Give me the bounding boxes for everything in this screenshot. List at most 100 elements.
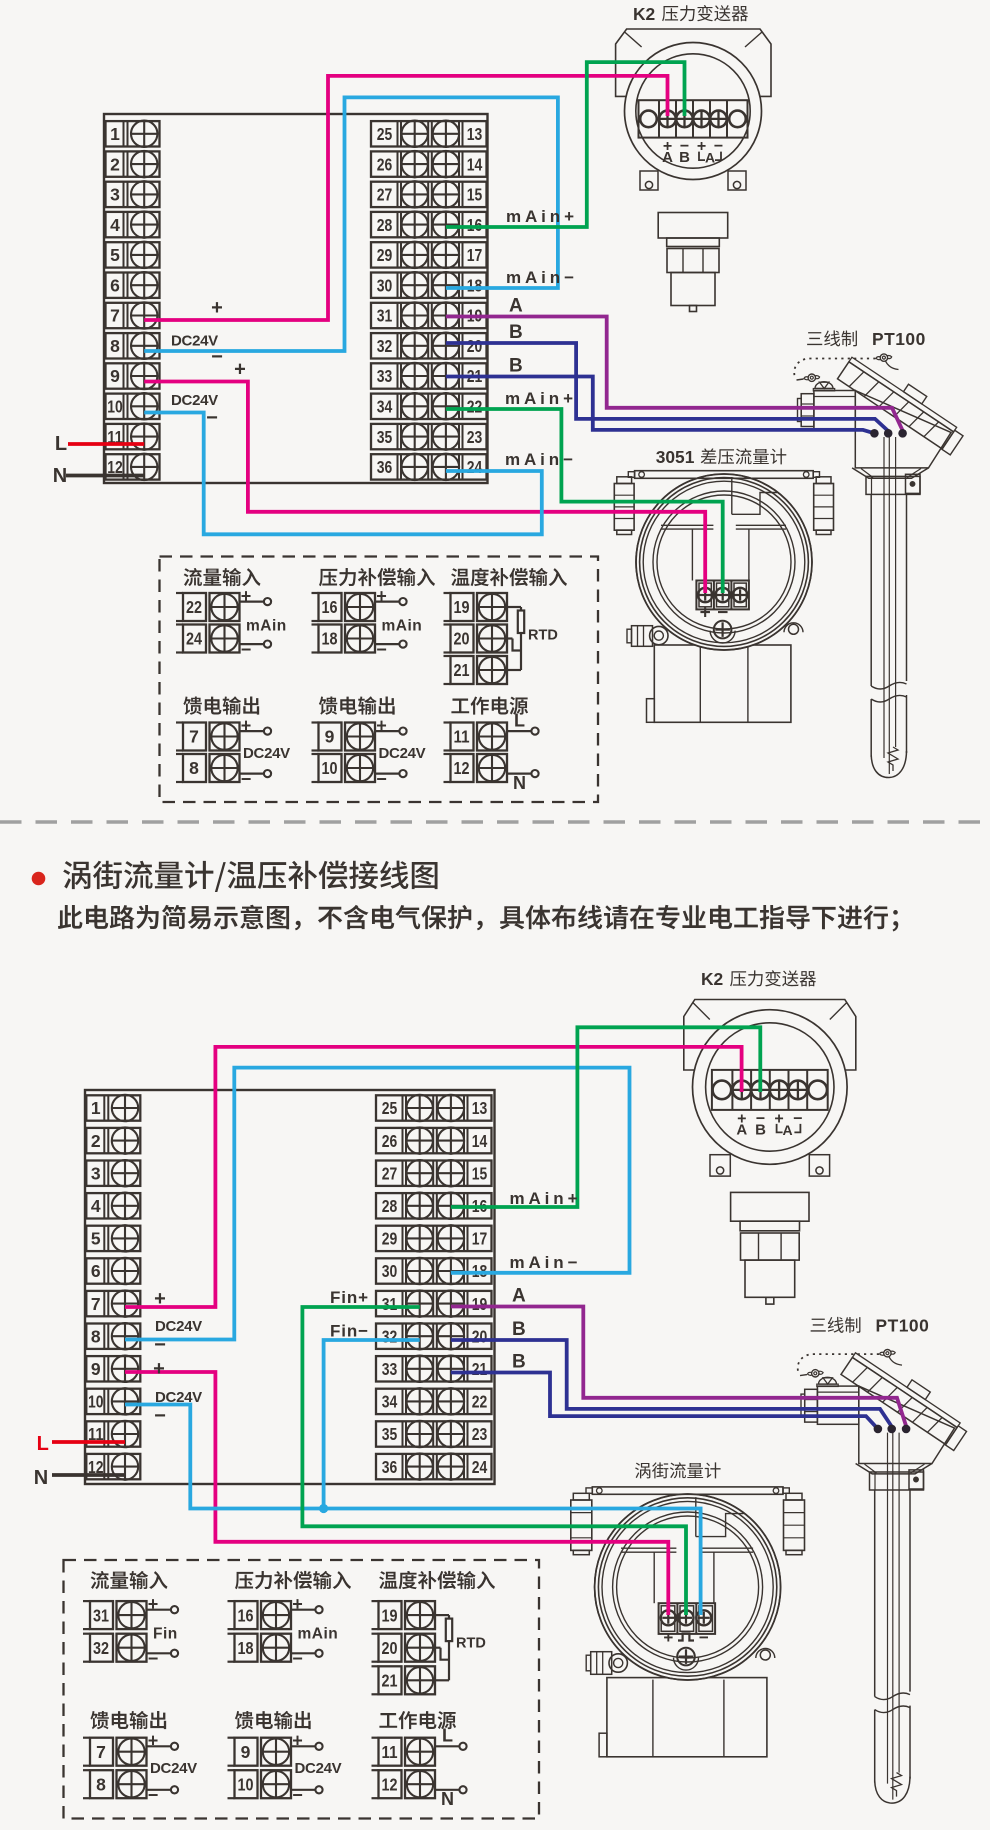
svg-text:10: 10 (238, 1774, 254, 1794)
svg-text:+: + (697, 138, 706, 155)
svg-text:21: 21 (382, 1671, 398, 1691)
svg-text:11: 11 (454, 727, 470, 747)
svg-text:32: 32 (382, 1326, 398, 1346)
svg-text:4: 4 (110, 215, 120, 235)
svg-text:6: 6 (110, 275, 120, 295)
svg-text:−: − (241, 640, 252, 660)
svg-text:20: 20 (454, 629, 470, 649)
svg-text:A: A (662, 149, 673, 166)
svg-text:21: 21 (454, 660, 470, 680)
svg-text:−: − (154, 1334, 166, 1356)
svg-text:14: 14 (467, 154, 483, 174)
svg-text:N: N (53, 465, 67, 487)
svg-text:−: − (154, 1405, 166, 1427)
svg-text:22: 22 (186, 597, 202, 617)
svg-text:+: + (737, 1110, 746, 1127)
svg-text:10: 10 (322, 758, 338, 778)
svg-text:−: − (292, 1785, 303, 1805)
svg-text:17: 17 (467, 245, 483, 265)
svg-text:33: 33 (382, 1359, 398, 1379)
svg-text:−: − (680, 138, 689, 155)
svg-text:B: B (679, 149, 690, 166)
svg-text:31: 31 (377, 306, 393, 326)
svg-text:8: 8 (96, 1774, 106, 1794)
svg-text:DC24V: DC24V (171, 392, 218, 409)
svg-text:N: N (513, 773, 526, 793)
svg-text:3: 3 (110, 185, 120, 205)
svg-text:1: 1 (91, 1098, 101, 1118)
svg-text:B: B (512, 1319, 526, 1340)
svg-text:−: − (148, 1649, 159, 1669)
svg-text:20: 20 (467, 336, 483, 356)
svg-text:+: + (154, 1288, 166, 1310)
svg-text:4: 4 (91, 1196, 101, 1216)
svg-text:26: 26 (377, 154, 393, 174)
svg-text:RTD: RTD (456, 1636, 486, 1652)
svg-text:N: N (441, 1789, 454, 1809)
svg-text:+: + (774, 1110, 783, 1127)
svg-text:PT100: PT100 (876, 1316, 930, 1336)
svg-text:−: − (376, 769, 387, 789)
svg-text:11: 11 (382, 1742, 398, 1762)
svg-text:DC24V: DC24V (155, 1389, 202, 1406)
svg-text:18: 18 (238, 1638, 254, 1658)
svg-text:mAin: mAin (246, 618, 287, 635)
svg-text:A: A (783, 1122, 793, 1138)
svg-text:−: − (241, 769, 252, 789)
svg-text:3: 3 (91, 1163, 101, 1183)
svg-text:8: 8 (91, 1326, 101, 1346)
svg-text:3051: 3051 (656, 447, 695, 467)
svg-text:13: 13 (467, 124, 483, 144)
svg-text:25: 25 (382, 1098, 398, 1118)
svg-text:DC24V: DC24V (150, 1760, 197, 1777)
svg-text:19: 19 (382, 1605, 398, 1625)
svg-text:Fin+: Fin+ (330, 1288, 368, 1307)
svg-text:+: + (234, 359, 246, 381)
svg-text:30: 30 (377, 275, 393, 295)
svg-text:16: 16 (467, 215, 483, 235)
svg-text:B: B (509, 356, 523, 377)
svg-text:1: 1 (110, 124, 120, 144)
svg-text:7: 7 (189, 727, 199, 747)
svg-text:34: 34 (377, 397, 393, 417)
svg-text:2: 2 (110, 154, 120, 174)
svg-text:35: 35 (382, 1424, 398, 1444)
svg-text:34: 34 (382, 1392, 398, 1412)
svg-text:5: 5 (91, 1229, 101, 1249)
svg-text:−: − (717, 603, 728, 624)
svg-text:+: + (700, 603, 711, 624)
svg-text:20: 20 (472, 1326, 488, 1346)
svg-text:21: 21 (472, 1359, 488, 1379)
svg-text:19: 19 (472, 1294, 488, 1314)
svg-text:+: + (241, 716, 252, 736)
svg-text:24: 24 (472, 1457, 488, 1477)
svg-text:DC24V: DC24V (155, 1318, 202, 1335)
svg-text:B: B (509, 322, 523, 343)
svg-text:25: 25 (377, 124, 393, 144)
svg-text:36: 36 (377, 457, 393, 477)
svg-text:29: 29 (377, 245, 393, 265)
svg-text:+: + (148, 1594, 159, 1614)
svg-text:31: 31 (93, 1605, 109, 1625)
svg-text:B: B (512, 1352, 526, 1373)
svg-text:A: A (512, 1286, 526, 1307)
svg-text:14: 14 (472, 1131, 488, 1151)
svg-text:17: 17 (472, 1229, 488, 1249)
svg-text:−: − (206, 407, 218, 429)
svg-text:22: 22 (472, 1392, 488, 1412)
svg-text:DC24V: DC24V (171, 333, 218, 350)
svg-text:−: − (211, 346, 223, 368)
svg-text:28: 28 (382, 1196, 398, 1216)
svg-text:A: A (736, 1121, 747, 1138)
svg-text:K2: K2 (633, 4, 655, 24)
svg-text:13: 13 (472, 1098, 488, 1118)
svg-text:Fin−: Fin− (330, 1322, 368, 1341)
svg-text:12: 12 (88, 1457, 104, 1477)
svg-text:+: + (292, 1731, 303, 1751)
svg-text:9: 9 (241, 1742, 251, 1762)
svg-text:9: 9 (91, 1359, 101, 1379)
svg-text:20: 20 (382, 1638, 398, 1658)
svg-text:−: − (793, 1110, 802, 1127)
svg-text:A: A (509, 296, 523, 317)
svg-text:12: 12 (107, 457, 123, 477)
